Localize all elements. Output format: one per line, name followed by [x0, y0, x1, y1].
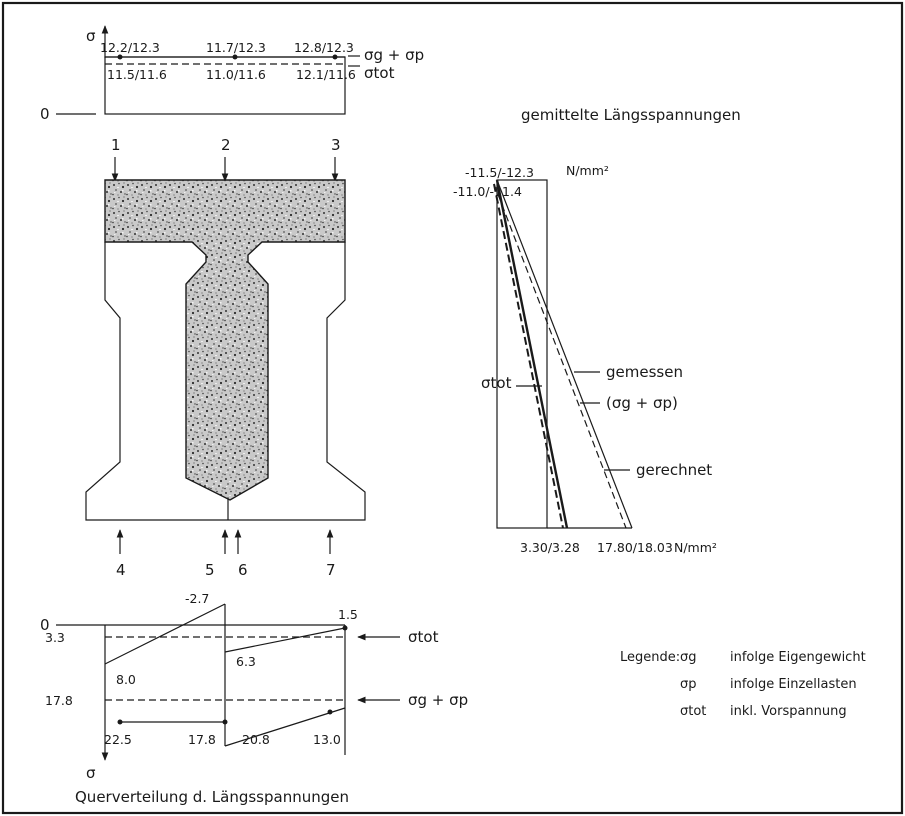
- tot-line-dashed: [493, 183, 564, 529]
- top-lower-value-3: 12.1/11.6: [296, 67, 356, 82]
- lower-point-label-1: 22.5: [104, 732, 132, 747]
- legend-symbol-g: σg: [680, 650, 697, 665]
- lower-line-right: [224, 707, 346, 747]
- upper-point-label-2: 1.5: [338, 607, 358, 622]
- right-label-measured: gemessen: [606, 363, 683, 381]
- upper-line-right: [224, 627, 346, 653]
- top-stress-diagram: σ 0 12.2/12.3 11.7/12.3 12.8/12.3 11.5/1…: [40, 25, 424, 123]
- marker-1-label: 1: [111, 136, 121, 154]
- legend-heading: Legende:: [620, 650, 680, 665]
- tot-line-bold: [495, 179, 569, 529]
- right-bottom-value-2: 17.80/18.03: [597, 540, 673, 555]
- marker-7-label: 7: [326, 561, 336, 579]
- cross-section: 1 2 3 4 5 6 7: [85, 136, 366, 579]
- right-bottom-value-1: 3.30/3.28: [520, 540, 580, 555]
- legend-symbol-p: σp: [680, 677, 697, 692]
- legend-text-g: infolge Eigengewicht: [730, 650, 866, 665]
- lower-point-label-2: 17.8: [188, 732, 216, 747]
- legend-symbol-tot: σtot: [680, 704, 706, 719]
- lower-point-3: [327, 709, 333, 715]
- marker-2-label: 2: [221, 136, 231, 154]
- upper-point-label-3: 8.0: [116, 672, 136, 687]
- marker-3-label: 3: [331, 136, 341, 154]
- top-upper-value-3: 12.8/12.3: [294, 40, 354, 55]
- marker-6-label: 6: [238, 561, 248, 579]
- lower-point-1: [117, 719, 123, 725]
- lower-point-label-3: 20.8: [242, 732, 270, 747]
- top-point-3: [332, 54, 338, 60]
- top-lower-value-1: 11.5/11.6: [107, 67, 167, 82]
- top-upper-value-2: 11.7/12.3: [206, 40, 266, 55]
- right-top-value-1: -11.5/-12.3: [465, 165, 534, 180]
- top-zero-label: 0: [40, 105, 50, 123]
- bottom-caption: Querverteilung d. Längsspannungen: [75, 788, 349, 806]
- deck-and-web: [104, 179, 346, 501]
- legend-text-tot: inkl. Vorspannung: [730, 704, 847, 719]
- longitudinal-stress-diagram: gemittelte Längsspannungen -11.5/-12.3 -…: [453, 106, 741, 555]
- bottom-left-value-1: 3.3: [45, 630, 65, 645]
- top-lower-value-2: 11.0/11.6: [206, 67, 266, 82]
- bottom-zero-label: 0: [40, 616, 50, 634]
- measured-line: [496, 179, 633, 529]
- upper-point-label-1: -2.7: [185, 591, 209, 606]
- right-unit-top: N/mm²: [566, 163, 609, 178]
- transverse-stress-diagram: 0 σ 3.3 17.8 -2.7 1.5 8.0 6.3 22.5 17.8 …: [40, 591, 468, 806]
- marker-4-label: 4: [116, 561, 126, 579]
- right-box: [496, 179, 548, 529]
- top-point-1: [117, 54, 123, 60]
- marker-5-label: 5: [205, 561, 215, 579]
- legend: Legende: σg infolge Eigengewicht σp info…: [620, 650, 866, 719]
- top-legend-upper: σg + σp: [364, 46, 424, 64]
- bottom-left-value-2: 17.8: [45, 693, 73, 708]
- right-label-calculated: gerechnet: [636, 461, 712, 479]
- right-label-gp: (σg + σp): [606, 394, 678, 412]
- bottom-label-tot: σtot: [408, 628, 439, 646]
- girder-outline: [85, 242, 366, 521]
- right-label-tot: σtot: [481, 374, 512, 392]
- top-box: [104, 56, 346, 115]
- bottom-axis-symbol: σ: [86, 764, 96, 782]
- upper-point-right: [342, 625, 348, 631]
- bottom-label-gp: σg + σp: [408, 691, 468, 709]
- legend-text-p: infolge Einzellasten: [730, 677, 857, 692]
- right-unit-bottom: N/mm²: [674, 540, 717, 555]
- right-title: gemittelte Längsspannungen: [521, 106, 741, 124]
- lower-point-label-4: 13.0: [313, 732, 341, 747]
- upper-point-label-4: 6.3: [236, 654, 256, 669]
- top-axis-symbol: σ: [86, 27, 96, 45]
- top-upper-value-1: 12.2/12.3: [100, 40, 160, 55]
- top-legend-lower: σtot: [364, 64, 395, 82]
- calculated-line-dashed: [493, 183, 627, 529]
- right-top-value-2: -11.0/-11.4: [453, 184, 522, 199]
- upper-line-left: [104, 603, 226, 665]
- lower-point-2: [222, 719, 228, 725]
- top-point-2: [232, 54, 238, 60]
